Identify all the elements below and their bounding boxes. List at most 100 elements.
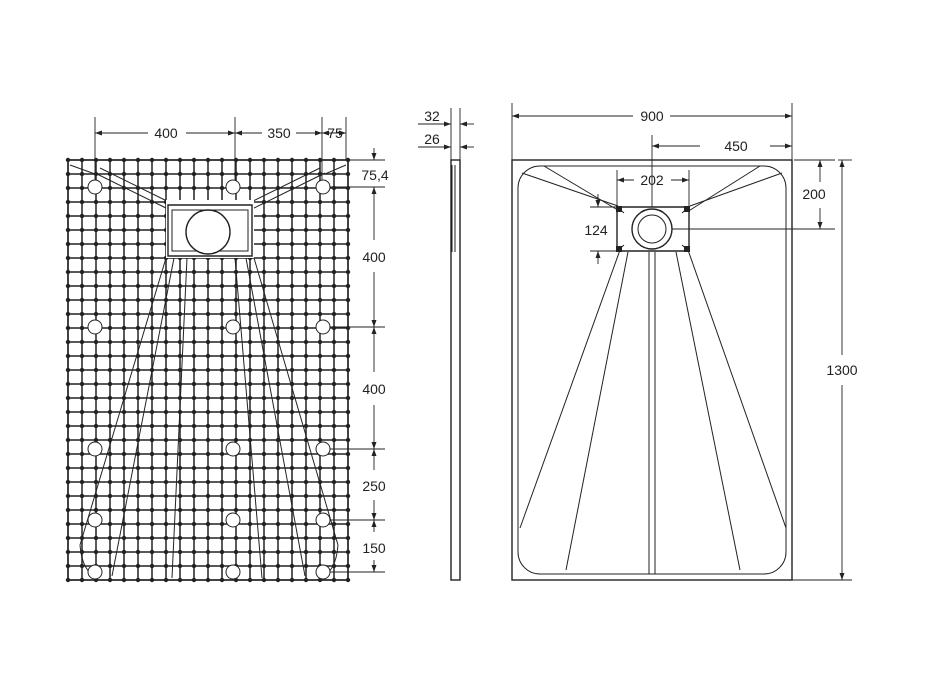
grid-node (331, 269, 337, 275)
grid-node (107, 479, 113, 485)
grid-node (261, 325, 267, 331)
grid-node (261, 157, 267, 163)
grid-node (149, 311, 155, 317)
grid-node (345, 311, 351, 317)
grid-node (233, 465, 239, 471)
grid-node (79, 451, 85, 457)
grid-node (177, 339, 183, 345)
grid-node (275, 395, 281, 401)
grid-node (317, 507, 323, 513)
grid-node (317, 269, 323, 275)
grid-node (289, 549, 295, 555)
grid-node (345, 577, 351, 583)
grid-node (177, 493, 183, 499)
grid-node (275, 311, 281, 317)
dim-label-450: 450 (724, 138, 748, 154)
grid-node (219, 395, 225, 401)
grid-node (79, 353, 85, 359)
grid-node (289, 269, 295, 275)
grid-node (191, 451, 197, 457)
grid-node (219, 409, 225, 415)
dim-label-400-b: 400 (362, 381, 386, 397)
grid-node (135, 325, 141, 331)
grid-node (205, 451, 211, 457)
grid-node (331, 339, 337, 345)
grid-node (107, 185, 113, 191)
grid-node (317, 227, 323, 233)
grid-node (289, 409, 295, 415)
dim-label-32: 32 (424, 108, 440, 124)
grid-node (275, 227, 281, 233)
grid-node (247, 423, 253, 429)
grid-node (177, 171, 183, 177)
grid-node (289, 423, 295, 429)
grid-node (135, 213, 141, 219)
grid-node (121, 241, 127, 247)
grid-node (93, 241, 99, 247)
grid-node (191, 353, 197, 359)
grid-node (247, 465, 253, 471)
grid-node (345, 199, 351, 205)
grid-node (79, 255, 85, 261)
grid-node (79, 157, 85, 163)
grid-node (107, 465, 113, 471)
grid-node (289, 437, 295, 443)
grid-node (261, 255, 267, 261)
grid-node (177, 353, 183, 359)
grid-node (289, 325, 295, 331)
grid-node (177, 479, 183, 485)
grid-node (233, 171, 239, 177)
grid-node (331, 479, 337, 485)
grid-node (65, 339, 71, 345)
grid-node (247, 311, 253, 317)
grid-node (135, 465, 141, 471)
grid-node (205, 479, 211, 485)
grid-node (275, 325, 281, 331)
grid-node (247, 171, 253, 177)
grid-node (121, 339, 127, 345)
grid-node (121, 409, 127, 415)
grid-node (191, 339, 197, 345)
grid-node (331, 577, 337, 583)
grid-node (331, 521, 337, 527)
grid-node (289, 227, 295, 233)
grid-node (275, 269, 281, 275)
grid-node (93, 549, 99, 555)
grid-node (289, 157, 295, 163)
grid-node (163, 269, 169, 275)
grid-node (93, 283, 99, 289)
grid-node (289, 479, 295, 485)
grid-node (121, 311, 127, 317)
top-view-slope-lines (519, 165, 787, 574)
grid-node (205, 395, 211, 401)
grid-node (275, 297, 281, 303)
grid-node (93, 297, 99, 303)
grid-node (247, 185, 253, 191)
grid-node (303, 157, 309, 163)
grid-node (79, 479, 85, 485)
grid-node (177, 451, 183, 457)
grid-node (163, 311, 169, 317)
grid-node (345, 339, 351, 345)
grid-node (345, 171, 351, 177)
grid-node (331, 367, 337, 373)
grid-node (65, 255, 71, 261)
grid-node (303, 535, 309, 541)
grid-node (331, 381, 337, 387)
grid-node (79, 465, 85, 471)
grid-node (219, 437, 225, 443)
grid-node (345, 213, 351, 219)
grid-node (289, 493, 295, 499)
grid-node (65, 325, 71, 331)
grid-node (79, 339, 85, 345)
grid-node (65, 297, 71, 303)
grid-node (317, 311, 323, 317)
grid-node (135, 367, 141, 373)
grid-node (219, 381, 225, 387)
grid-node (93, 255, 99, 261)
grid-node (163, 535, 169, 541)
grid-node (79, 241, 85, 247)
grid-node (303, 465, 309, 471)
grid-node (261, 521, 267, 527)
grid-node (65, 479, 71, 485)
